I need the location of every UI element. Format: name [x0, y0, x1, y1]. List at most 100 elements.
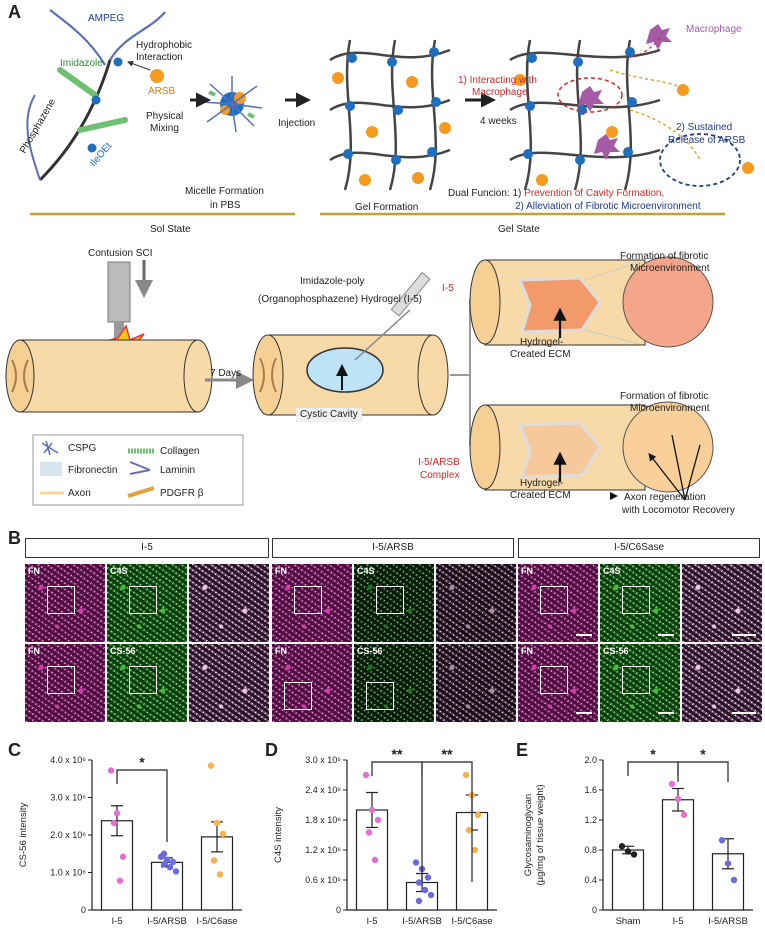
roi-box: [47, 666, 75, 694]
panel-label-e: E: [516, 740, 529, 760]
fn-label: FN: [275, 566, 287, 576]
label-physical: Physical: [146, 111, 184, 122]
data-point: [630, 851, 638, 858]
cs56-label: CS-56: [357, 646, 383, 656]
c4s-label: C4S: [603, 566, 621, 576]
c4s-image: C4S: [107, 564, 187, 642]
label-hydrophobic: Hydrophobic: [136, 40, 193, 51]
label-hydrogel-ecm-2b: Created ECM: [510, 490, 571, 501]
significance-bracket: [421, 761, 473, 882]
legend-fibronectin: Fibronectin: [68, 465, 118, 476]
c4s-label: C4S: [110, 566, 128, 576]
data-point: [163, 856, 171, 863]
y-tick-label: 1.0 x 10⁶: [50, 868, 86, 878]
data-point: [207, 762, 215, 769]
panel-label-b: B: [8, 528, 21, 548]
x-tick-label: I-5/ARSB: [147, 916, 187, 927]
data-point: [213, 819, 221, 827]
x-tick-label: I-5/C6ase: [196, 916, 237, 927]
fn-label: FN: [28, 566, 40, 576]
legend-pdgfr: PDGFR β: [160, 488, 204, 499]
data-point: [465, 826, 473, 834]
scale-bar: [658, 712, 674, 714]
data-point: [674, 795, 682, 803]
fn-image: FN: [25, 564, 105, 642]
panel-label-a: A: [8, 2, 21, 22]
y-tick-label: 4.0 x 10⁶: [50, 755, 86, 765]
data-point: [166, 864, 174, 871]
data-point: [474, 811, 482, 819]
gel-arsb: [332, 72, 451, 186]
label-sol-state: Sol State: [150, 224, 191, 235]
label-hydrogel-line2: (Organophosphazene) Hydrogel (I-5): [258, 294, 422, 305]
label-i5: I-5: [442, 283, 454, 294]
label-hydrogel-ecm-1b: Created ECM: [510, 349, 571, 360]
label-interaction: Interaction: [136, 52, 183, 63]
roi-box: [540, 666, 568, 694]
imidazole-arm: [57, 67, 98, 98]
significance-bracket: [627, 761, 679, 782]
significance-label: *: [700, 746, 706, 762]
label-gel-state: Gel State: [498, 224, 540, 235]
macrophage-shapes: [578, 24, 672, 160]
data-point: [471, 846, 479, 854]
fn-image: FN: [272, 644, 352, 722]
condition-header-i5-c6sase: I-5/C6Sase: [518, 538, 760, 558]
data-point: [119, 853, 127, 860]
data-point: [110, 819, 118, 827]
label-sustained: 2) Sustained: [676, 122, 733, 133]
fn-image: FN: [518, 644, 598, 722]
release-highlight: [659, 133, 741, 187]
fn-label: FN: [28, 646, 40, 656]
label-macrophage: Macrophage: [686, 24, 742, 35]
label-seven-days: 7 Days: [210, 368, 242, 379]
data-point: [718, 837, 726, 844]
label-four-weeks: 4 weeks: [480, 116, 517, 127]
label-i5-arsb-2: Complex: [420, 470, 460, 481]
ampeg-chain: [49, 9, 106, 66]
x-tick-label: I-5/C6ase: [451, 916, 492, 927]
data-point: [421, 886, 429, 894]
label-contusion: Contusion SCI: [88, 248, 153, 259]
roi-box: [129, 666, 157, 694]
roi-box: [540, 586, 568, 614]
label-macrophage-step: Macrophage: [472, 87, 528, 98]
fn-label: FN: [521, 646, 533, 656]
fn-image: FN: [518, 564, 598, 642]
y-tick-label: 2.0: [584, 755, 597, 765]
y-tick-label: 3.0 x 10⁶: [305, 755, 341, 765]
label-hydrogel-ecm-1a: Hydrogel-: [520, 337, 564, 348]
roi-box: [376, 586, 404, 614]
cs56-label: CS-56: [603, 646, 629, 656]
label-cystic-cavity: Cystic Cavity: [296, 408, 362, 422]
spinal-cord-1: [5, 339, 213, 413]
significance-bracket: [677, 761, 729, 782]
label-in-pbs: in PBS: [210, 200, 241, 211]
condition-header-i5-arsb: I-5/ARSB: [272, 538, 514, 558]
label-dual-function: Dual Funcion: 1) Prevention of Cavity Fo…: [448, 188, 665, 199]
x-tick-label: I-5: [366, 916, 377, 927]
merged-zoom-image: [436, 564, 516, 642]
x-tick-label: I-5: [111, 916, 122, 927]
merged-zoom-image: [189, 644, 269, 722]
roi-box: [366, 682, 394, 710]
fn-label: FN: [275, 646, 287, 656]
legend-box: [32, 434, 244, 506]
roi-box: [129, 586, 157, 614]
arsb-sphere: [150, 69, 164, 83]
y-tick-label: 2.0 x 10⁶: [50, 830, 86, 840]
significance-label: **: [442, 746, 453, 762]
spinal-cord-i5-arsb: [469, 401, 714, 501]
fn-label: FN: [521, 566, 533, 576]
significance-label: **: [392, 746, 403, 762]
data-point: [415, 879, 423, 886]
roi-box: [284, 682, 312, 710]
data-point: [618, 843, 626, 850]
label-fibrotic-1b: Microenvironment: [630, 263, 710, 274]
y-axis-label: Glycosaminoglycan: [523, 794, 534, 876]
data-point: [724, 860, 732, 867]
roi-box: [622, 586, 650, 614]
x-tick-label: I-5/ARSB: [402, 916, 442, 927]
scale-bar: [576, 712, 592, 714]
